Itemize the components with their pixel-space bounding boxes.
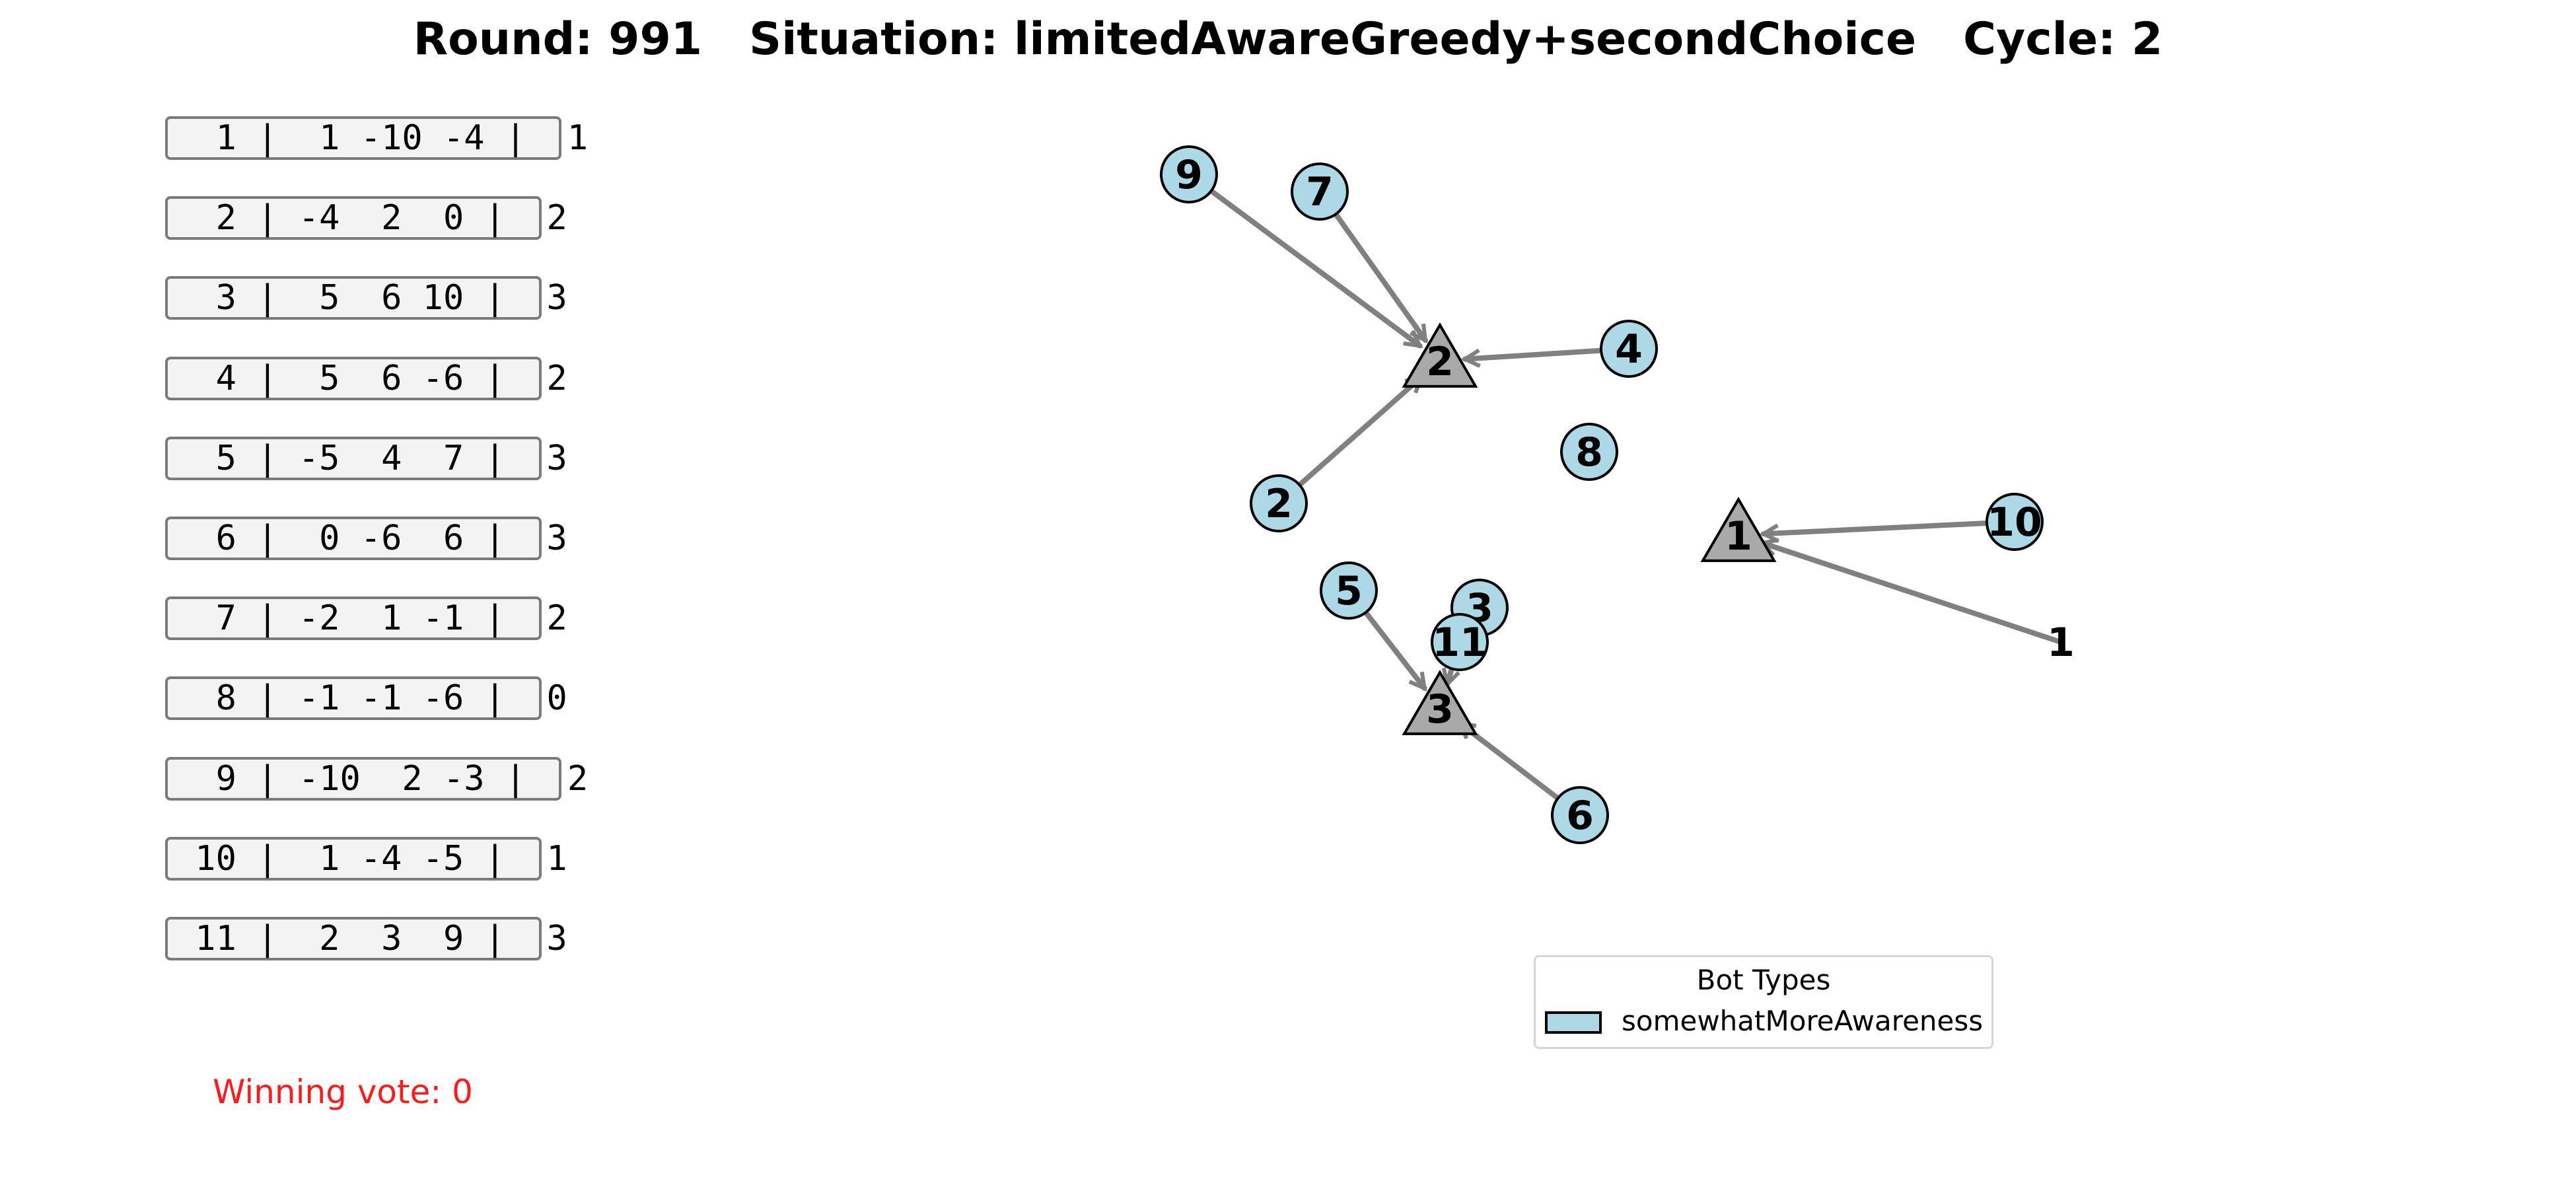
edge-bot-6-to-option-3: [1457, 721, 1561, 801]
figure-title: Round: 991 Situation: limitedAwareGreedy…: [413, 13, 2163, 65]
edge-bot-10-to-option-1: [1760, 521, 1990, 537]
edge-arrowhead: [1759, 523, 1779, 543]
edge-arrowhead: [1408, 671, 1427, 692]
option-node-1: [1700, 497, 1777, 562]
bot-label: 9: [1175, 152, 1203, 198]
bot-node-11: [1431, 613, 1489, 671]
vote-row: 7 | -2 1 -1 | 2: [165, 596, 567, 641]
option-label: 3: [1426, 686, 1454, 733]
bot-node-5: [1320, 561, 1378, 620]
edge-arrowhead: [1460, 348, 1481, 368]
option-label: 2: [1426, 339, 1454, 385]
bot-node-6: [1551, 786, 1609, 844]
legend-title: Bot Types: [1696, 964, 1831, 996]
vote-row: 2 | -4 2 0 | 2: [165, 196, 567, 240]
edge-bot-2-to-option-2: [1297, 375, 1424, 488]
legend-swatch-somewhat-more-awareness: [1545, 1011, 1602, 1034]
bot-layer: 1 2 3 4 5 6 7 8 9 10 11: [1160, 145, 2075, 844]
legend-label: somewhatMoreAwareness: [1622, 1005, 1984, 1037]
option-layer: 1 2 3: [1402, 322, 1777, 735]
vote-row: 3 | 5 6 10 | 3: [165, 276, 567, 320]
bot-label: 7: [1306, 169, 1334, 215]
bot-node-10: [1986, 493, 2044, 551]
edge-bot-5-to-option-3: [1363, 610, 1427, 691]
legend: Bot Types somewhatMoreAwareness: [1534, 955, 1993, 1049]
edge-arrowhead: [1403, 330, 1423, 349]
bot-node-9: [1160, 145, 1218, 203]
bot-label: 10: [1987, 499, 2042, 546]
edge-bot-1-to-option-1: [1760, 540, 2063, 645]
bot-label: 8: [1575, 429, 1603, 476]
edge-bot-4-to-option-2: [1462, 347, 1604, 362]
vote-row: 6 | 0 -6 6 | 3: [165, 517, 567, 560]
winning-vote-label: Winning vote: 0: [213, 1073, 473, 1111]
bot-label: 1: [2047, 620, 2075, 666]
edge-layer: [1208, 188, 2063, 801]
option-label: 1: [1725, 513, 1752, 559]
bot-label: 4: [1615, 326, 1643, 373]
edge-bot-7-to-option-2: [1333, 211, 1428, 343]
bot-node-7: [1291, 162, 1349, 221]
vote-row: 1 | 1 -10 -4 | 1: [165, 116, 588, 160]
option-node-2: [1402, 322, 1478, 388]
vote-row: 10 | 1 -4 -5 | 1: [165, 836, 567, 881]
bot-label: 6: [1566, 793, 1594, 839]
bot-node-4: [1600, 320, 1658, 378]
bot-label: 5: [1335, 568, 1363, 614]
edge-bot-9-to-option-2: [1208, 188, 1423, 349]
bot-node-8: [1560, 423, 1618, 481]
option-node-3: [1402, 670, 1478, 735]
bot-label: 11: [1432, 620, 1487, 666]
bot-node-2: [1250, 474, 1308, 532]
bot-label: 2: [1265, 481, 1293, 527]
